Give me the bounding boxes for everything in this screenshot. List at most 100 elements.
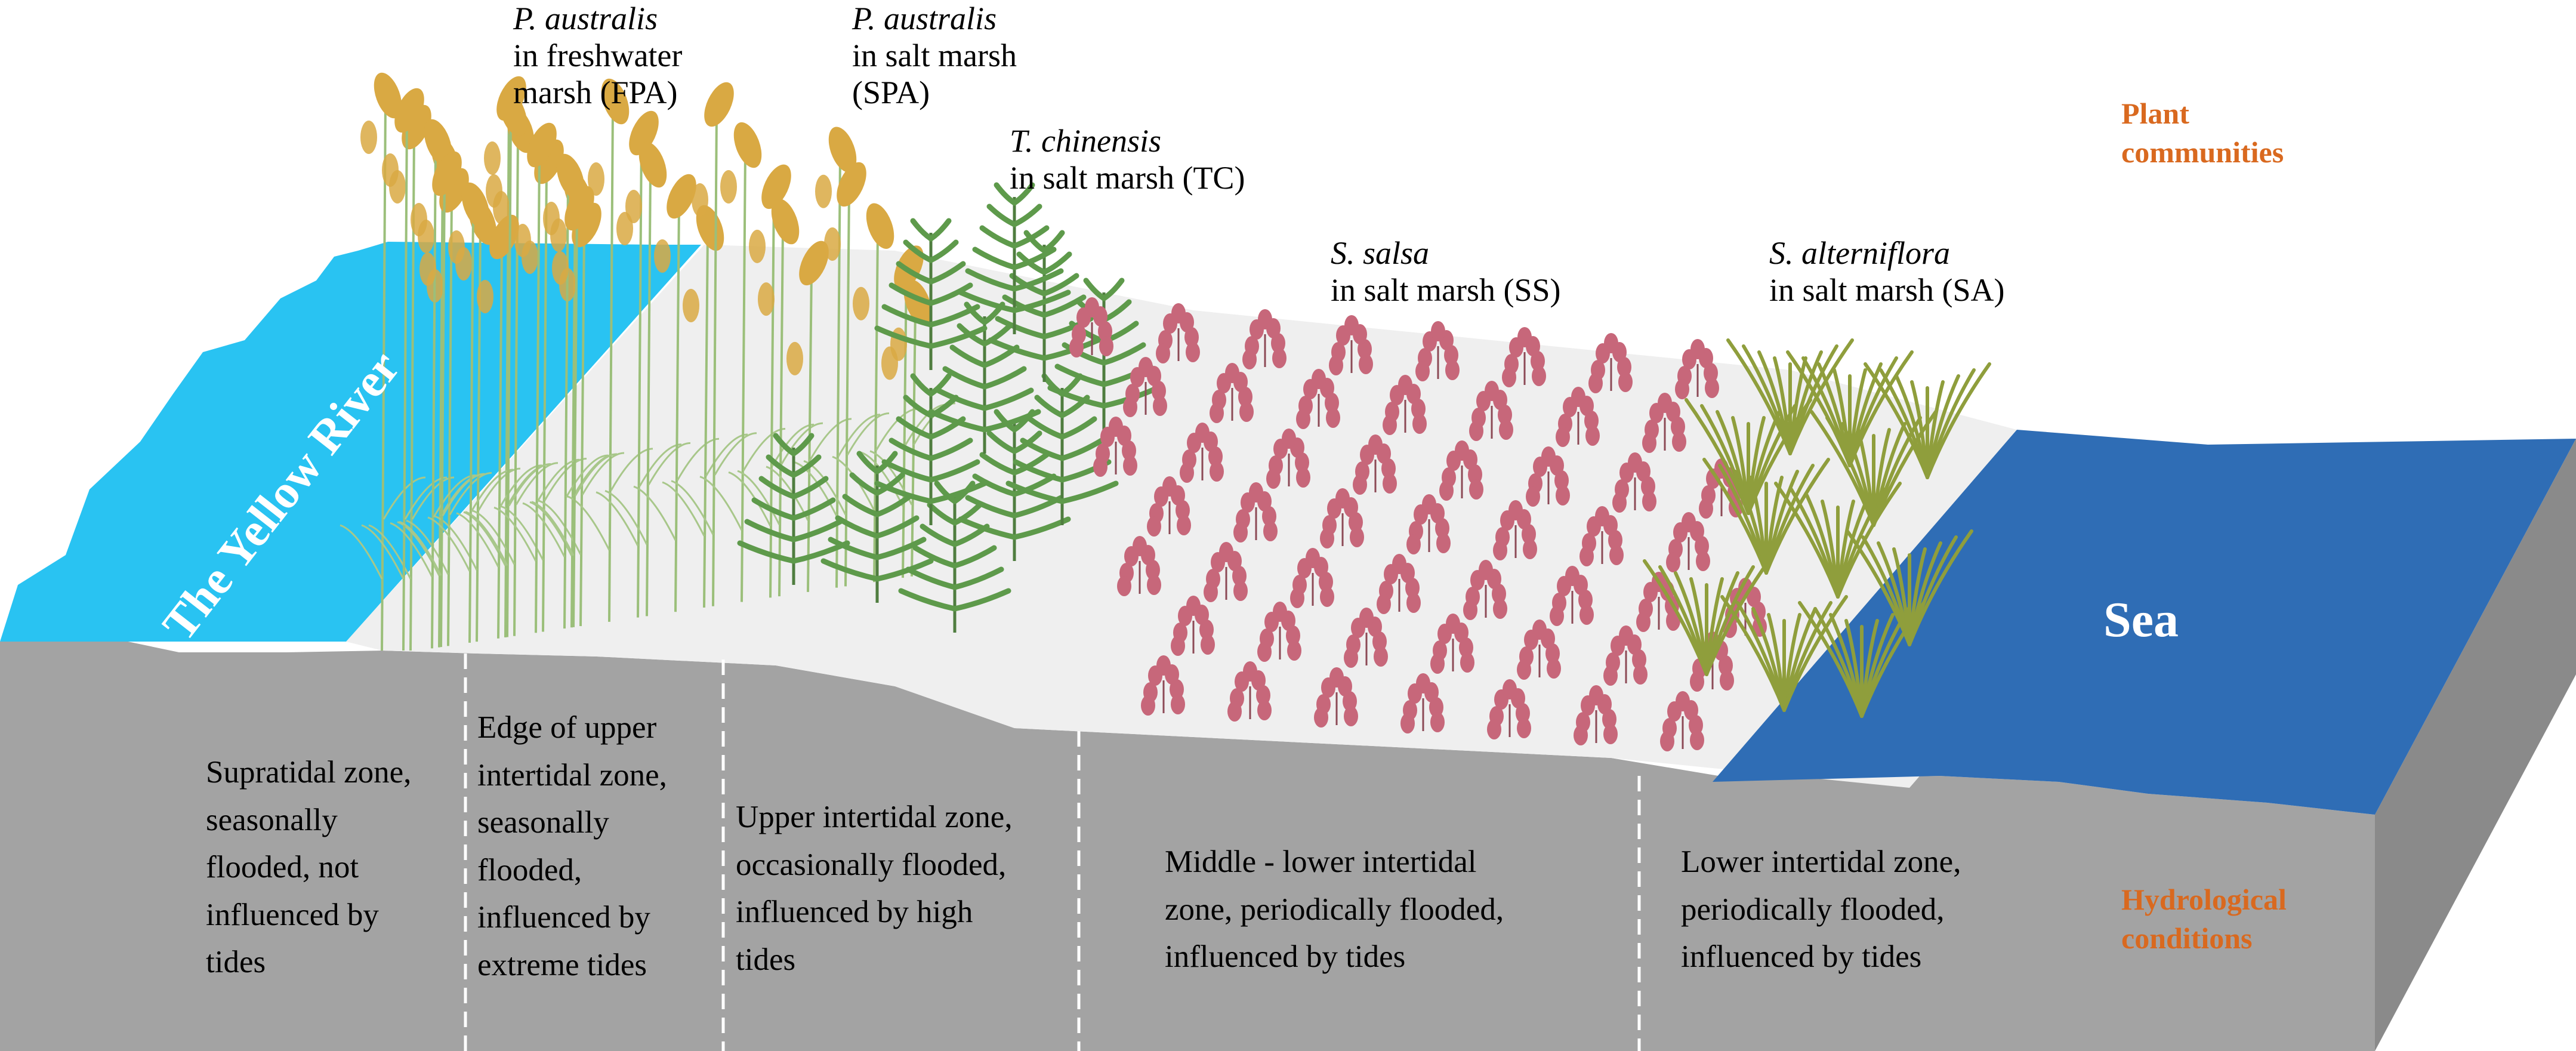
reed-plant (699, 122, 786, 602)
vegetation-layer (340, 72, 1991, 751)
reed-plant (671, 82, 757, 606)
spartina-plant (1685, 398, 1812, 515)
suaeda-plant (1171, 596, 1215, 656)
suaeda-plant (1430, 614, 1474, 674)
plant-label-spa: P. australis in salt marsh (SPA) (852, 1, 1017, 111)
suaeda-plant (1147, 476, 1191, 537)
suaeda-plant (1123, 357, 1167, 417)
suaeda-plant (1093, 417, 1137, 477)
suaeda-plant (1406, 494, 1451, 554)
plant-label-fpa: P. australis in freshwater marsh (FPA) (513, 1, 683, 111)
suaeda-plant (1377, 554, 1421, 614)
reed-plant (522, 153, 609, 629)
reed-plant (567, 78, 653, 622)
suaeda-plant (1266, 429, 1310, 489)
plant-label-ss: S. salsa in salt marsh (SS) (1331, 235, 1561, 309)
suaeda-plant (1579, 506, 1624, 566)
suaeda-plant (1469, 381, 1513, 441)
spartina-plant (1864, 362, 1991, 479)
tamarisk-plant (874, 373, 988, 525)
suaeda-plant (1487, 679, 1531, 739)
reed-plant (766, 241, 852, 592)
zone-label-edge-upper: Edge of upper intertidal zone, seasonall… (477, 710, 667, 982)
suaeda-plant (1502, 327, 1546, 387)
suaeda-plant (1204, 542, 1248, 602)
plant-label-sa: S. alterniflora in salt marsh (SA) (1769, 235, 2005, 309)
suaeda-plant (1415, 321, 1460, 381)
reed-plant (493, 122, 580, 633)
suaeda-plant (1556, 387, 1600, 447)
tamarisk-plant (928, 301, 1041, 454)
zone-label-supratidal: Supratidal zone, seasonally flooded, not… (206, 755, 412, 979)
suaeda-plant (1660, 691, 1704, 751)
tamarisk-plant (958, 182, 1071, 334)
suaeda-plant (1233, 482, 1278, 543)
suaeda-plant (1588, 333, 1633, 393)
suaeda-plant (1383, 375, 1427, 435)
hydrological-conditions-label: Hydrological conditions (2121, 883, 2287, 955)
plant-label-tc: T. chinensis in salt marsh (TC) (1010, 123, 1245, 196)
sea-area (1713, 430, 2576, 815)
river-area (0, 242, 701, 642)
reed-plant (633, 174, 720, 612)
reed-plant (340, 72, 426, 651)
suaeda-plant (1493, 500, 1537, 560)
reed-plant (832, 203, 918, 582)
suaeda-plant (1603, 625, 1648, 686)
suaeda-plant (1290, 548, 1334, 608)
suaeda-plant (1642, 393, 1686, 453)
spartina-plant (1846, 529, 1973, 646)
zone-label-lower: Lower intertidal zone, periodically floo… (1681, 845, 1961, 974)
suaeda-plant (1180, 423, 1224, 483)
suaeda-plant (1314, 667, 1358, 728)
spartina-plant (1786, 350, 1914, 467)
spartina-plant (1774, 482, 1902, 599)
suaeda-plant (1612, 452, 1656, 513)
tamarisk-plant (958, 409, 1071, 561)
suaeda-plant (1526, 446, 1570, 507)
suaeda-plant (1156, 303, 1200, 363)
spartina-plant (1702, 458, 1830, 575)
zone-label-middle-lower: Middle - lower intertidal zone, periodic… (1165, 845, 1504, 974)
suaeda-plant (1353, 434, 1397, 495)
suaeda-plant (1675, 339, 1719, 399)
tamarisk-plant (898, 480, 1011, 633)
suaeda-plant (1296, 369, 1340, 429)
spartina-plant (1810, 410, 1938, 527)
suaeda-plant (1550, 566, 1594, 626)
sea-label: Sea (2103, 592, 2179, 648)
suaeda-plant (1141, 655, 1185, 716)
suaeda-plant (1517, 619, 1561, 680)
reed-plant (604, 141, 691, 617)
plant-communities-label: Plant communities (2121, 97, 2284, 169)
suaeda-plant (1242, 309, 1287, 369)
spartina-plant (1643, 559, 1770, 676)
reed-plant (399, 151, 485, 648)
suaeda-plant (1069, 297, 1113, 357)
suaeda-plant (1257, 602, 1301, 662)
suaeda-plant (1117, 536, 1161, 596)
tamarisk-plant (874, 218, 988, 370)
suaeda-plant (1400, 673, 1445, 733)
ground-front-face (0, 640, 2375, 1051)
marsh-surface (346, 245, 2208, 788)
reed-plant (531, 186, 618, 627)
suaeda-plant (1463, 560, 1507, 620)
suaeda-plant (1227, 661, 1272, 722)
suaeda-plant (1439, 440, 1483, 501)
tamarisk-plant (820, 451, 934, 603)
reed-plant (737, 198, 823, 597)
ground-right-face (2375, 439, 2576, 1051)
suaeda-plant (1344, 608, 1388, 668)
suaeda-plant (1574, 685, 1618, 745)
suaeda-plant (1320, 488, 1364, 548)
suaeda-plant (1666, 512, 1710, 572)
tamarisk-plant (737, 433, 850, 585)
reed-plant (465, 90, 551, 637)
zone-label-upper: Upper intertidal zone, occasionally floo… (736, 800, 1013, 977)
suaeda-plant (1329, 315, 1373, 375)
zone-dividers (464, 654, 1641, 1051)
reed-plant (456, 214, 542, 639)
